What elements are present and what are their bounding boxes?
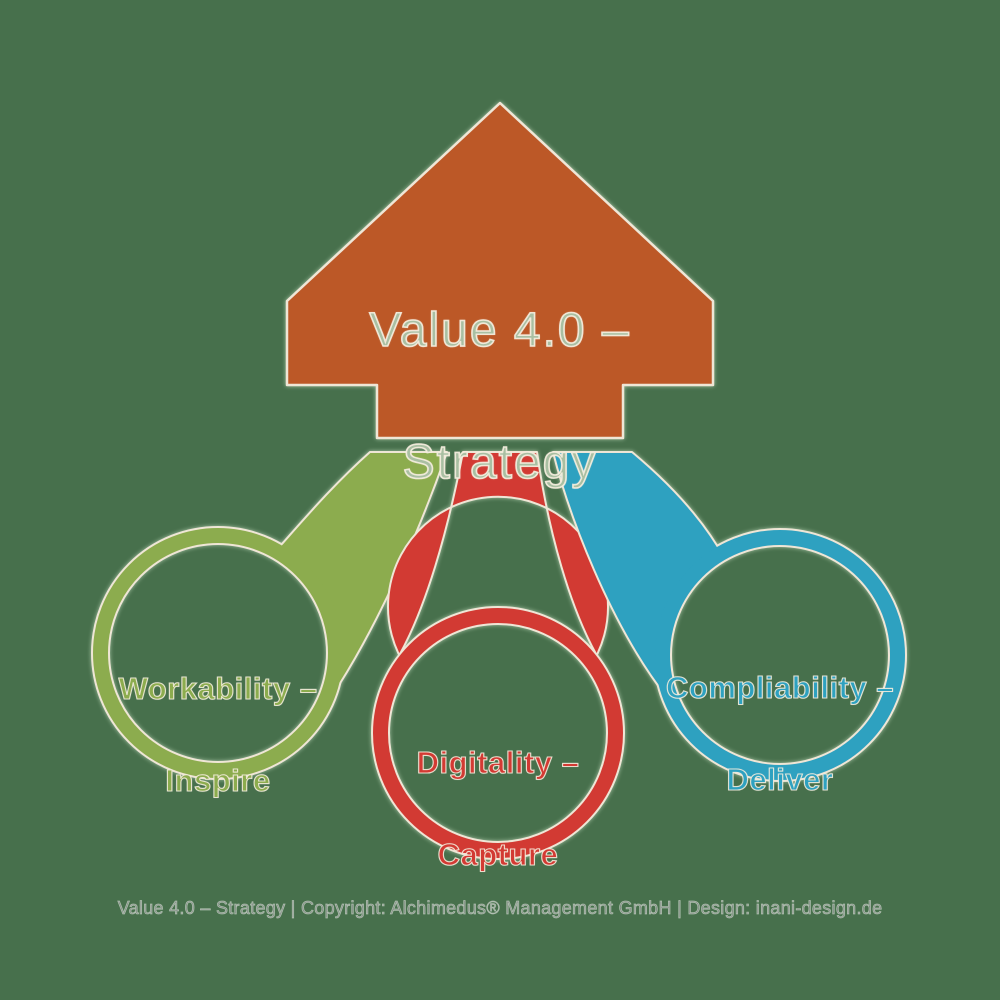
compliability-node xyxy=(552,451,907,782)
workability-ring-shape xyxy=(93,528,343,778)
compliability-ring-shape xyxy=(655,530,905,780)
digitality-funnel-shape xyxy=(387,451,609,671)
strategy-arrow-shape xyxy=(285,101,715,440)
digitality-ring-shape xyxy=(373,608,623,858)
digitality-node xyxy=(371,451,625,860)
compliability-funnel-shape xyxy=(552,451,726,688)
workability-node xyxy=(91,451,448,780)
